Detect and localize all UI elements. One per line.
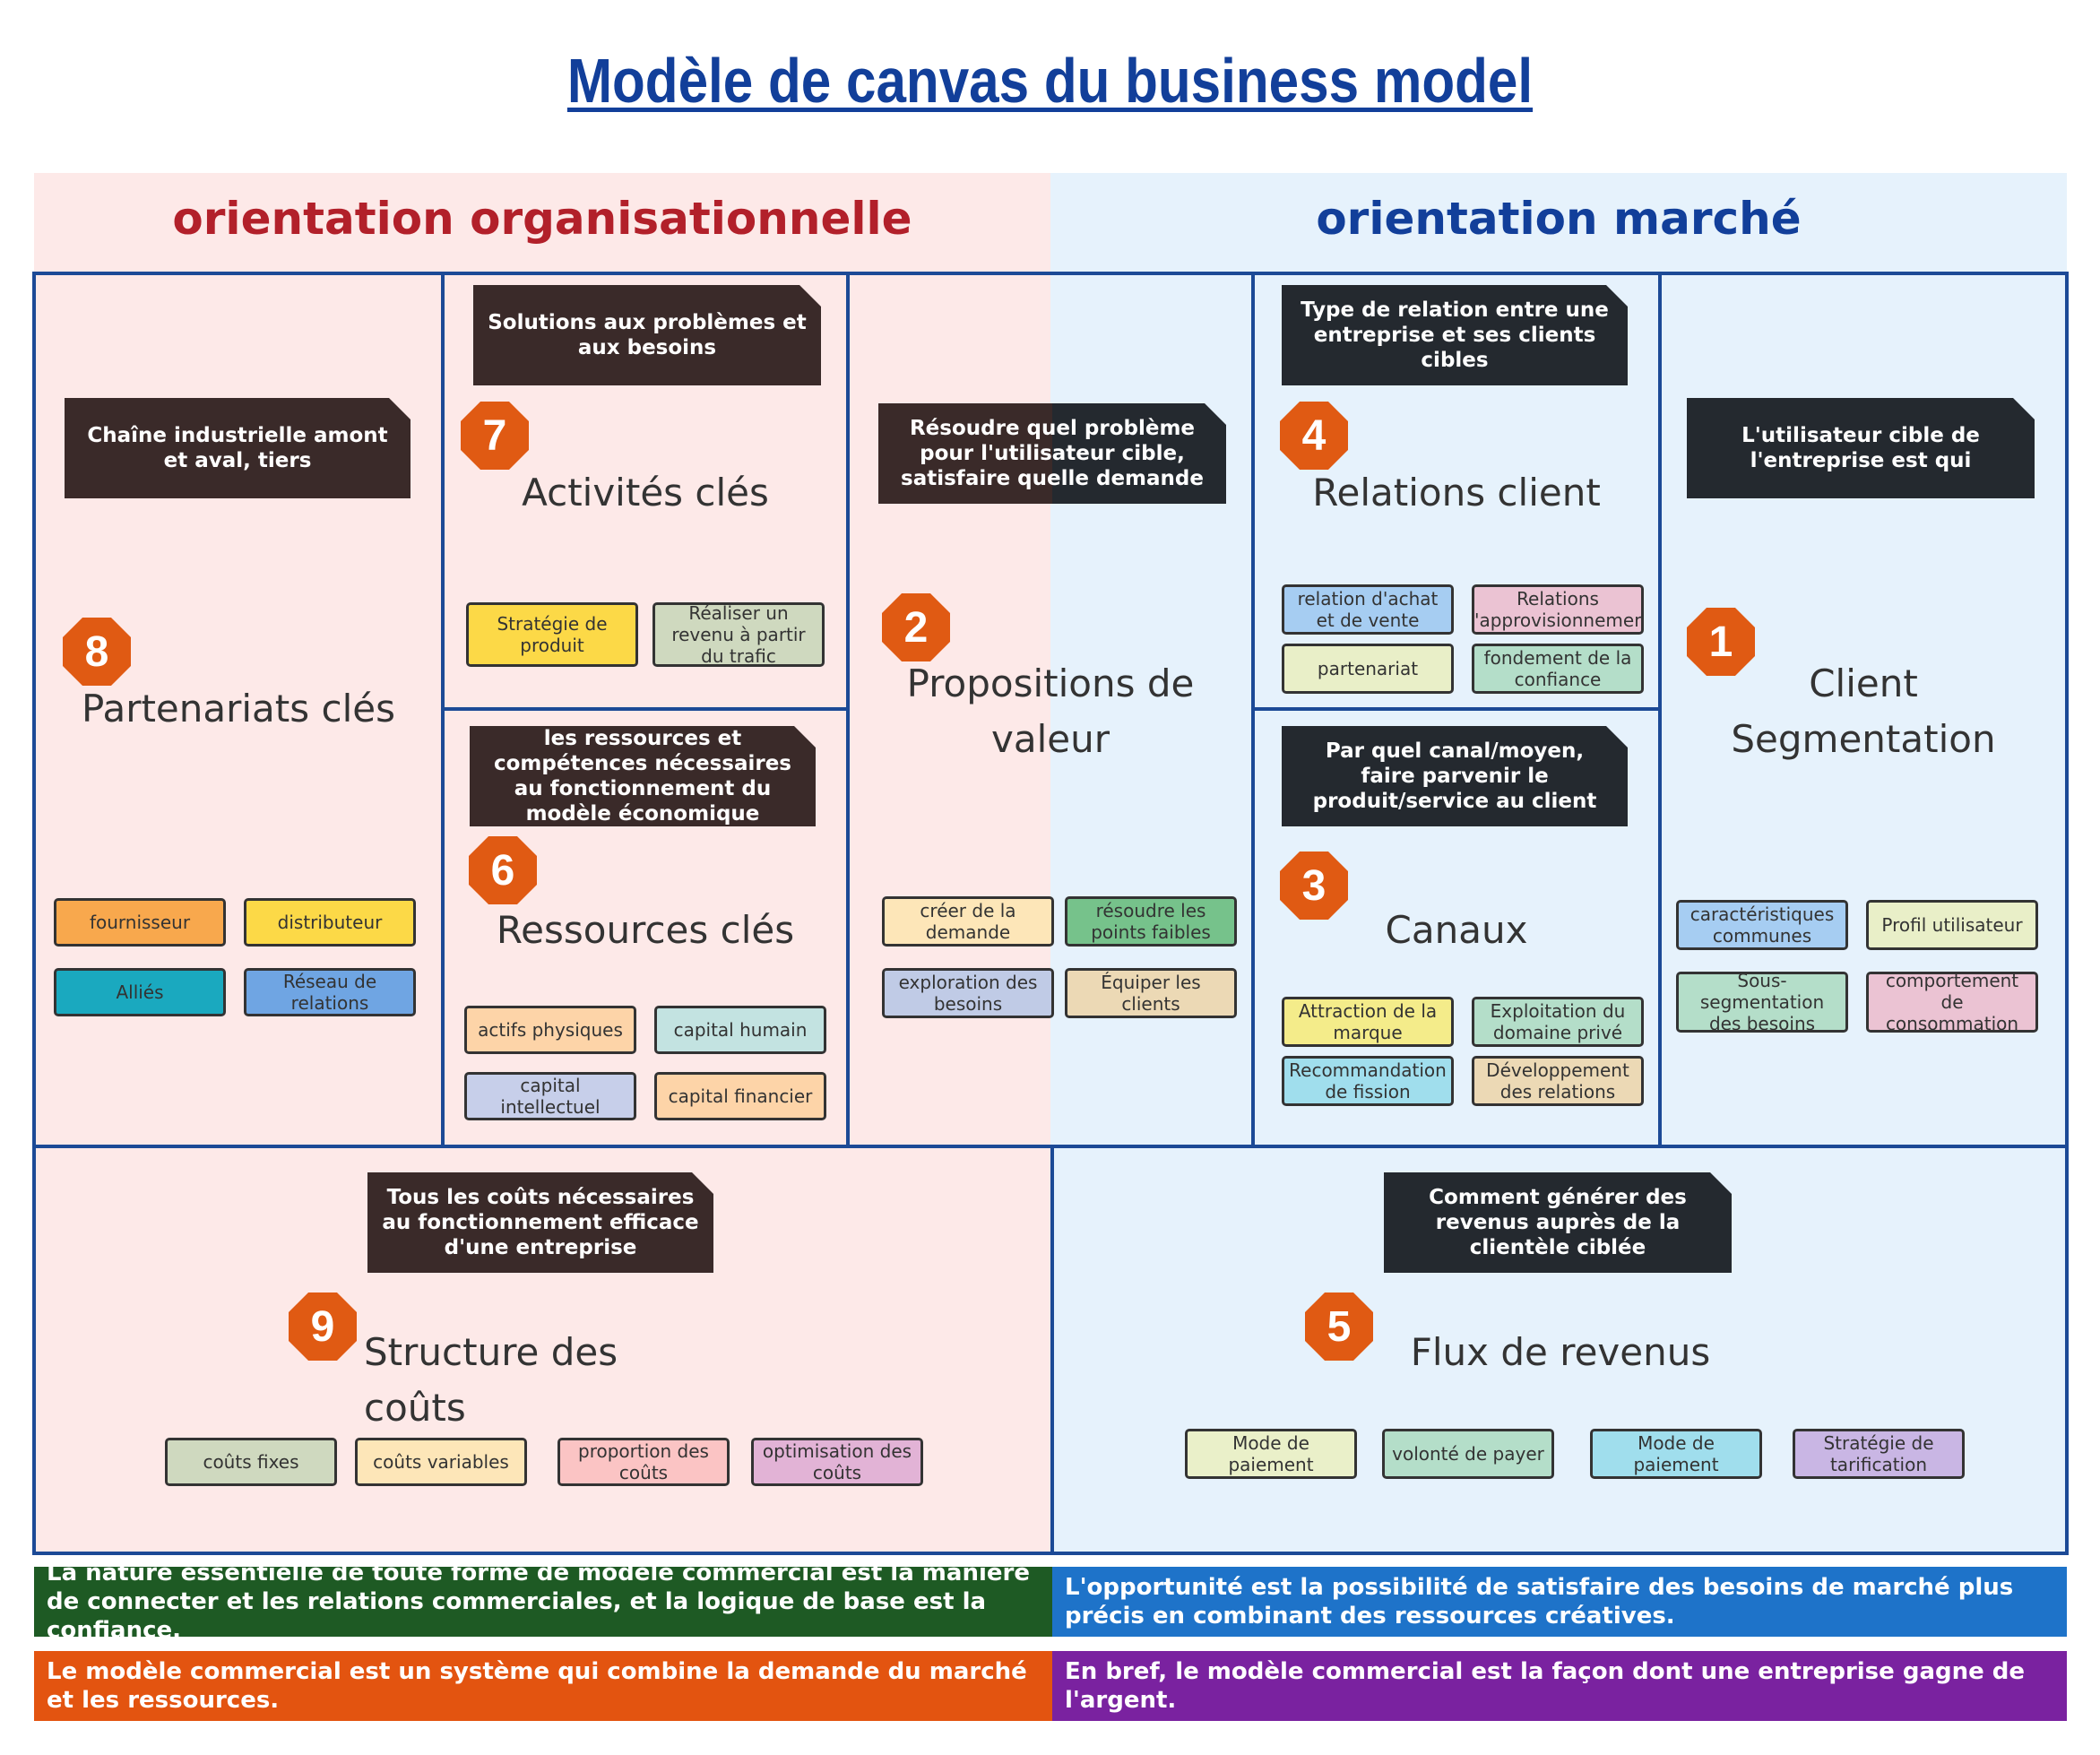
segments-note: L'utilisateur cible de l'entreprise est … — [1687, 398, 2035, 498]
revenue-note: Comment générer des revenus auprès de la… — [1384, 1172, 1732, 1273]
activities-number-badge: 7 — [461, 402, 529, 470]
value-title-line2: valeur — [991, 717, 1110, 761]
channels-number-badge: 3 — [1280, 852, 1348, 920]
footer-blue-bar: L'opportunité est la possibilité de sati… — [1052, 1567, 2067, 1637]
relations-title: Relations client — [1312, 471, 1601, 514]
tag-brand-attraction[interactable]: Attraction de la marque — [1282, 997, 1454, 1047]
tag-payment-mode-2[interactable]: Mode de paiement — [1590, 1429, 1762, 1479]
tag-user-profile[interactable]: Profil utilisateur — [1866, 900, 2038, 950]
tag-cost-optimization[interactable]: optimisation des coûts — [751, 1438, 923, 1486]
revenue-cell — [1050, 1145, 2069, 1555]
footer-blue-text: L'opportunité est la possibilité de sati… — [1065, 1574, 2014, 1630]
revenue-number-badge: 5 — [1305, 1292, 1373, 1361]
resources-title: Ressources clés — [496, 908, 795, 952]
activities-note: Solutions aux problèmes et aux besoins — [473, 285, 821, 385]
tag-partnership[interactable]: partenariat — [1282, 644, 1454, 694]
tag-private-domain[interactable]: Exploitation du domaine privé — [1472, 997, 1644, 1047]
revenue-title: Flux de revenus — [1410, 1330, 1711, 1374]
footer-green-text: La nature essentielle de toute forme de … — [47, 1560, 1030, 1644]
value-number-badge: 2 — [882, 593, 950, 661]
tag-solve-pain-points[interactable]: résoudre les points faibles — [1065, 896, 1237, 947]
page-title: Modèle de canvas du business model — [566, 46, 1534, 116]
tag-create-demand[interactable]: créer de la demande — [882, 896, 1054, 947]
partners-note: Chaîne industrielle amont et aval, tiers — [65, 398, 410, 498]
tag-supplier[interactable]: fournisseur — [54, 898, 226, 947]
tag-traffic-revenue[interactable]: Réaliser un revenu à partir du trafic — [652, 602, 825, 667]
value-note: Résoudre quel problème pour l'utilisateu… — [878, 403, 1226, 504]
tag-product-strategy[interactable]: Stratégie de produit — [466, 602, 638, 667]
tag-fixed-costs[interactable]: coûts fixes — [165, 1438, 337, 1486]
footer-purple-text: En bref, le modèle commercial est la faç… — [1065, 1658, 2026, 1714]
segments-title-line2: Segmentation — [1731, 717, 1996, 761]
resources-note: les ressources et compétences nécessaire… — [470, 726, 816, 826]
market-heading: orientation marché — [1316, 193, 1802, 245]
partners-number-badge: 8 — [63, 618, 131, 686]
tag-supply-relations[interactable]: Relations d'approvisionnement — [1472, 584, 1644, 635]
tag-allies[interactable]: Alliés — [54, 968, 226, 1016]
footer-orange-bar: Le modèle commercial est un système qui … — [34, 1651, 1052, 1721]
tag-distributor[interactable]: distributeur — [244, 898, 416, 947]
tag-equip-clients[interactable]: Équiper les clients — [1065, 968, 1237, 1018]
costs-title: Structure des coûts — [364, 1330, 618, 1430]
tag-physical-assets[interactable]: actifs physiques — [464, 1006, 636, 1054]
channels-note: Par quel canal/moyen, faire parvenir le … — [1282, 726, 1628, 826]
costs-number-badge: 9 — [289, 1292, 357, 1361]
footer-purple-bar: En bref, le modèle commercial est la faç… — [1052, 1651, 2067, 1721]
segments-number-badge: 1 — [1687, 608, 1755, 676]
partners-title: Partenariats clés — [82, 687, 395, 731]
tag-human-capital[interactable]: capital humain — [654, 1006, 826, 1054]
footer-orange-text: Le modèle commercial est un système qui … — [47, 1658, 1027, 1714]
tag-cost-proportion[interactable]: proportion des coûts — [557, 1438, 730, 1486]
channels-title: Canaux — [1385, 908, 1528, 952]
tag-variable-costs[interactable]: coûts variables — [355, 1438, 527, 1486]
tag-relations-development[interactable]: Développement des relations — [1472, 1056, 1644, 1106]
tag-consumer-behavior[interactable]: comportement de consommation — [1866, 972, 2038, 1033]
relations-number-badge: 4 — [1280, 402, 1348, 470]
footer-green-bar: La nature essentielle de toute forme de … — [34, 1560, 1052, 1644]
tag-explore-needs[interactable]: exploration des besoins — [882, 968, 1054, 1018]
tag-intellectual-capital[interactable]: capital intellectuel — [464, 1072, 636, 1120]
resources-number-badge: 6 — [469, 836, 537, 904]
activities-title: Activités clés — [522, 471, 769, 514]
segments-title-line1: Client — [1809, 661, 1918, 705]
tag-trust-foundation[interactable]: fondement de la confiance — [1472, 644, 1644, 694]
relations-note: Type de relation entre une entreprise et… — [1282, 285, 1628, 385]
organizational-heading: orientation organisationnelle — [172, 193, 912, 245]
tag-purchase-relation[interactable]: relation d'achat et de vente — [1282, 584, 1454, 635]
value-title-line1: Propositions de — [906, 661, 1195, 705]
tag-relations-network[interactable]: Réseau de relations — [244, 968, 416, 1016]
tag-pricing-strategy[interactable]: Stratégie de tarification — [1793, 1429, 1965, 1479]
costs-note: Tous les coûts nécessaires au fonctionne… — [367, 1172, 713, 1273]
tag-payment-mode-1[interactable]: Mode de paiement — [1185, 1429, 1357, 1479]
tag-financial-capital[interactable]: capital financier — [654, 1072, 826, 1120]
tag-willingness-to-pay[interactable]: volonté de payer — [1382, 1429, 1554, 1479]
tag-needs-subsegmentation[interactable]: Sous-segmentation des besoins — [1676, 972, 1848, 1033]
tag-common-characteristics[interactable]: caractéristiques communes — [1676, 900, 1848, 950]
tag-fission-recommendation[interactable]: Recommandation de fission — [1282, 1056, 1454, 1106]
